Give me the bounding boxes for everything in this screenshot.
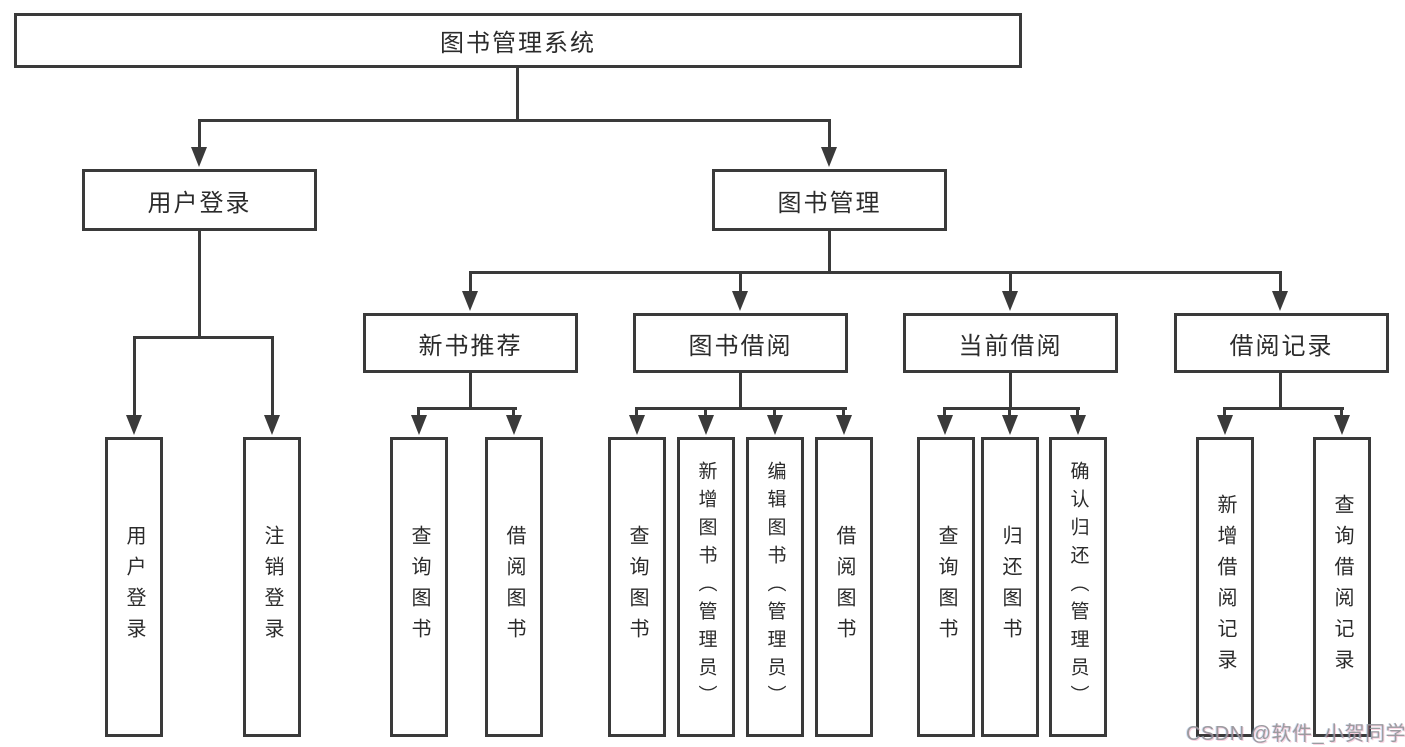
arrow-down-icon bbox=[1272, 291, 1288, 311]
leaf-borrow-books-2: 借阅图书 bbox=[815, 437, 873, 737]
arrow-down-icon bbox=[506, 415, 522, 435]
arrow-down-icon bbox=[732, 291, 748, 311]
leaf-label: 新增借阅记录 bbox=[1214, 494, 1236, 680]
connector-line bbox=[704, 407, 707, 419]
leaf-add-book-admin: 新增图书（管理员） bbox=[677, 437, 735, 737]
connector-root-stub bbox=[516, 68, 519, 122]
node-label: 图书借阅 bbox=[688, 332, 793, 360]
connector-line bbox=[635, 407, 638, 419]
connector-line bbox=[1009, 271, 1012, 293]
leaf-logout: 注销登录 bbox=[243, 437, 301, 737]
connector-bar bbox=[417, 407, 517, 410]
arrow-down-icon bbox=[126, 415, 142, 435]
node-label: 新书推荐 bbox=[418, 332, 523, 360]
node-root: 图书管理系统 bbox=[14, 13, 1022, 68]
arrow-down-icon bbox=[1070, 415, 1086, 435]
arrow-down-icon bbox=[1002, 291, 1018, 311]
arrow-down-icon bbox=[836, 415, 852, 435]
leaf-confirm-return-admin: 确认归还（管理员） bbox=[1049, 437, 1107, 737]
leaf-label: 借阅图书 bbox=[503, 525, 525, 649]
connector-line bbox=[828, 119, 831, 151]
connector-line bbox=[271, 336, 274, 420]
connector-stub bbox=[198, 231, 201, 339]
connector-line bbox=[512, 407, 515, 419]
leaf-label: 查询借阅记录 bbox=[1331, 494, 1353, 680]
arrow-down-icon bbox=[821, 147, 837, 167]
connector-stub bbox=[1279, 373, 1282, 410]
connector-line bbox=[1076, 407, 1079, 419]
node-user-login-branch: 用户登录 bbox=[82, 169, 317, 231]
arrow-down-icon bbox=[698, 415, 714, 435]
connector-bar bbox=[133, 336, 274, 339]
leaf-label: 查询图书 bbox=[408, 525, 430, 649]
leaf-label: 归还图书 bbox=[999, 525, 1021, 649]
connector-line bbox=[1008, 407, 1011, 419]
connector-line bbox=[739, 271, 742, 293]
leaf-edit-book-admin: 编辑图书（管理员） bbox=[746, 437, 804, 737]
connector-line bbox=[773, 407, 776, 419]
leaf-user-login: 用户登录 bbox=[105, 437, 163, 737]
node-label: 图书管理系统 bbox=[440, 30, 596, 57]
connector-line bbox=[1279, 271, 1282, 293]
connector-bar bbox=[635, 407, 847, 410]
node-label: 当前借阅 bbox=[958, 332, 1063, 360]
connector-line bbox=[469, 271, 472, 293]
leaf-query-books-3: 查询图书 bbox=[917, 437, 975, 737]
leaf-return-books: 归还图书 bbox=[981, 437, 1039, 737]
connector-line bbox=[133, 336, 136, 420]
watermark: CSDN @软件_小贺同学 bbox=[1186, 723, 1405, 745]
connector-level1-bar bbox=[198, 119, 831, 122]
node-label: 用户登录 bbox=[147, 189, 252, 217]
node-label: 借阅记录 bbox=[1229, 332, 1334, 360]
connector-line bbox=[842, 407, 845, 419]
leaf-query-books-1: 查询图书 bbox=[390, 437, 448, 737]
arrow-down-icon bbox=[1334, 415, 1350, 435]
connector-line bbox=[417, 407, 420, 419]
connector-line bbox=[1340, 407, 1343, 419]
arrow-down-icon bbox=[191, 147, 207, 167]
node-book-borrowing: 图书借阅 bbox=[633, 313, 848, 373]
leaf-label: 借阅图书 bbox=[833, 525, 855, 649]
leaf-label: 编辑图书（管理员） bbox=[764, 461, 786, 713]
connector-stub bbox=[1009, 373, 1012, 410]
leaf-label: 查询图书 bbox=[626, 525, 648, 649]
leaf-add-borrow-record: 新增借阅记录 bbox=[1196, 437, 1254, 737]
arrow-down-icon bbox=[767, 415, 783, 435]
arrow-down-icon bbox=[411, 415, 427, 435]
connector-bar bbox=[943, 407, 1080, 410]
arrow-down-icon bbox=[264, 415, 280, 435]
arrow-down-icon bbox=[629, 415, 645, 435]
node-book-management: 图书管理 bbox=[712, 169, 947, 231]
leaf-label: 注销登录 bbox=[261, 525, 283, 649]
node-new-book-recommendation: 新书推荐 bbox=[363, 313, 578, 373]
leaf-label: 新增图书（管理员） bbox=[695, 461, 717, 713]
connector-line bbox=[1223, 407, 1226, 419]
connector-line bbox=[198, 119, 201, 151]
node-current-borrowing: 当前借阅 bbox=[903, 313, 1118, 373]
connector-bar bbox=[1223, 407, 1344, 410]
arrow-down-icon bbox=[1002, 415, 1018, 435]
leaf-label: 用户登录 bbox=[123, 525, 145, 649]
leaf-borrow-books-1: 借阅图书 bbox=[485, 437, 543, 737]
leaf-label: 查询图书 bbox=[935, 525, 957, 649]
arrow-down-icon bbox=[462, 291, 478, 311]
connector-stub bbox=[469, 373, 472, 410]
connector-stub bbox=[739, 373, 742, 410]
leaf-label: 确认归还（管理员） bbox=[1067, 461, 1089, 713]
connector-level3-bar bbox=[469, 271, 1282, 274]
arrow-down-icon bbox=[1217, 415, 1233, 435]
arrow-down-icon bbox=[937, 415, 953, 435]
leaf-query-borrow-record: 查询借阅记录 bbox=[1313, 437, 1371, 737]
connector-line bbox=[943, 407, 946, 419]
node-borrowing-records: 借阅记录 bbox=[1174, 313, 1389, 373]
node-label: 图书管理 bbox=[777, 189, 882, 217]
leaf-query-books-2: 查询图书 bbox=[608, 437, 666, 737]
connector-stub bbox=[828, 231, 831, 274]
